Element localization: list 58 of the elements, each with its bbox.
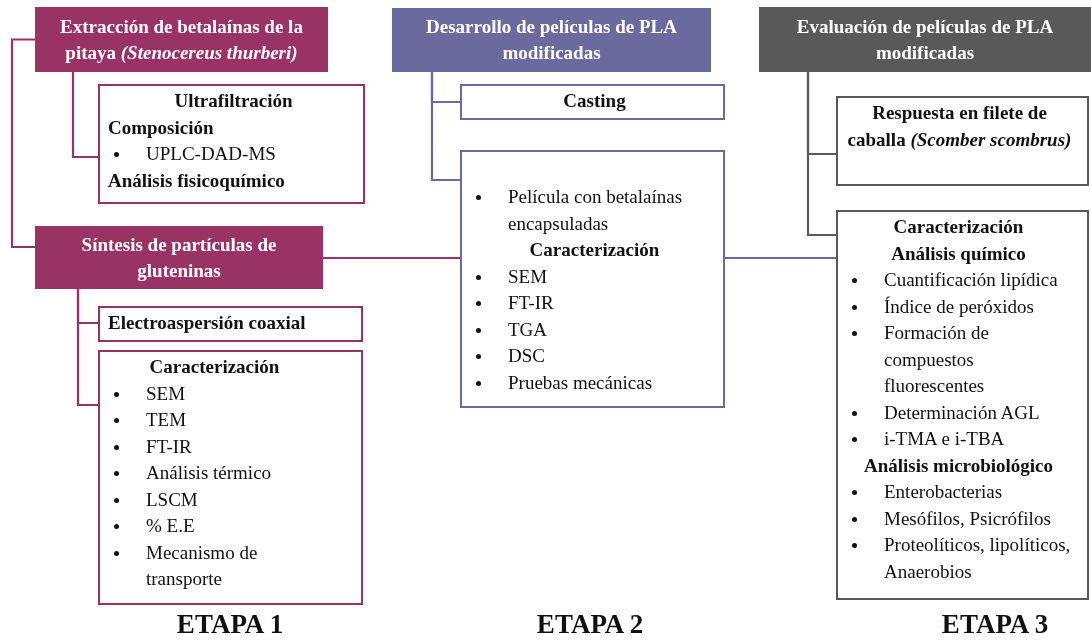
section-heading: Casting	[562, 89, 627, 113]
stage-header-box	[392, 8, 711, 72]
list-item: Formación de compuestos fluorescentes	[884, 321, 990, 398]
list-item: Película con betalaínas encapsuladas	[508, 185, 684, 236]
section-heading: Ultrafiltración	[173, 89, 294, 113]
section-heading: Análisis microbiológico	[862, 453, 1055, 478]
connector-line	[323, 256, 460, 260]
section-heading: Caracterización	[892, 215, 1025, 239]
list-item: UPLC-DAD-MS	[146, 142, 277, 166]
process-box	[98, 84, 365, 204]
list-item: Cuantificación lipídica	[884, 268, 1059, 292]
list-item: Determinación AGL	[884, 400, 1041, 425]
stage-label: ETAPA 2	[536, 609, 644, 639]
stage-title: Síntesis de partículas de gluteninas	[80, 232, 278, 283]
list-item: i-TMA e i-TBA	[884, 427, 1006, 451]
section-heading: Caracterización	[148, 355, 281, 379]
connector-line	[806, 72, 836, 237]
list-item: SEM	[146, 381, 187, 406]
list-item: LSCM	[146, 487, 199, 512]
section-heading: Análisis fisicoquímico	[108, 168, 286, 193]
list-item: Mesófilos, Psicrófilos	[884, 506, 1052, 531]
list-item: Índice de peróxidos	[884, 294, 1035, 319]
connector-line	[71, 72, 98, 159]
section-heading: Respuesta en filete de caballa (Scomber scombrus)	[846, 101, 1073, 152]
stage-title: Extracción de betalaínas de la pitaya (Stenocereus thurberi)	[59, 14, 304, 65]
stage-label: ETAPA 1	[176, 609, 284, 639]
stage-label: ETAPA 3	[941, 609, 1049, 639]
process-box	[836, 210, 1089, 600]
stage-header-box	[35, 7, 328, 72]
process-box	[98, 306, 363, 342]
stage-title: Evaluación de películas de PLA modificadas	[795, 14, 1055, 65]
list-item: DSC	[508, 344, 546, 368]
list-item: Mecanismo de transporte	[146, 540, 259, 591]
section-heading: Caracterización	[528, 238, 661, 262]
connector-line	[725, 256, 836, 260]
list-item: SEM	[508, 264, 549, 289]
section-heading: Electroaspersión coaxial	[108, 311, 307, 335]
stage-title: Desarrollo de películas de PLA modificadas	[425, 15, 678, 65]
list-item: TEM	[146, 408, 188, 432]
connector-line	[10, 38, 35, 249]
stage-header-box	[759, 7, 1091, 72]
process-box	[460, 150, 725, 408]
list-item: Pruebas mecánicas	[508, 370, 654, 395]
connector-line	[76, 289, 98, 407]
list-item: Enterobacterias	[884, 480, 1004, 504]
process-box	[836, 96, 1089, 186]
list-item: TGA	[508, 317, 549, 342]
section-heading: Composición	[108, 115, 215, 140]
connector-line	[430, 72, 460, 182]
list-item: % E.E	[146, 514, 196, 538]
list-item: Análisis térmico	[146, 461, 273, 485]
list-item: FT-IR	[146, 434, 193, 459]
list-item: FT-IR	[508, 291, 555, 315]
section-heading: Análisis químico	[890, 241, 1027, 266]
list-item: Proteolíticos, lipolíticos, Anaerobios	[884, 533, 1071, 584]
process-box	[98, 350, 363, 605]
stage-header-box	[35, 226, 323, 289]
process-box	[460, 84, 725, 120]
